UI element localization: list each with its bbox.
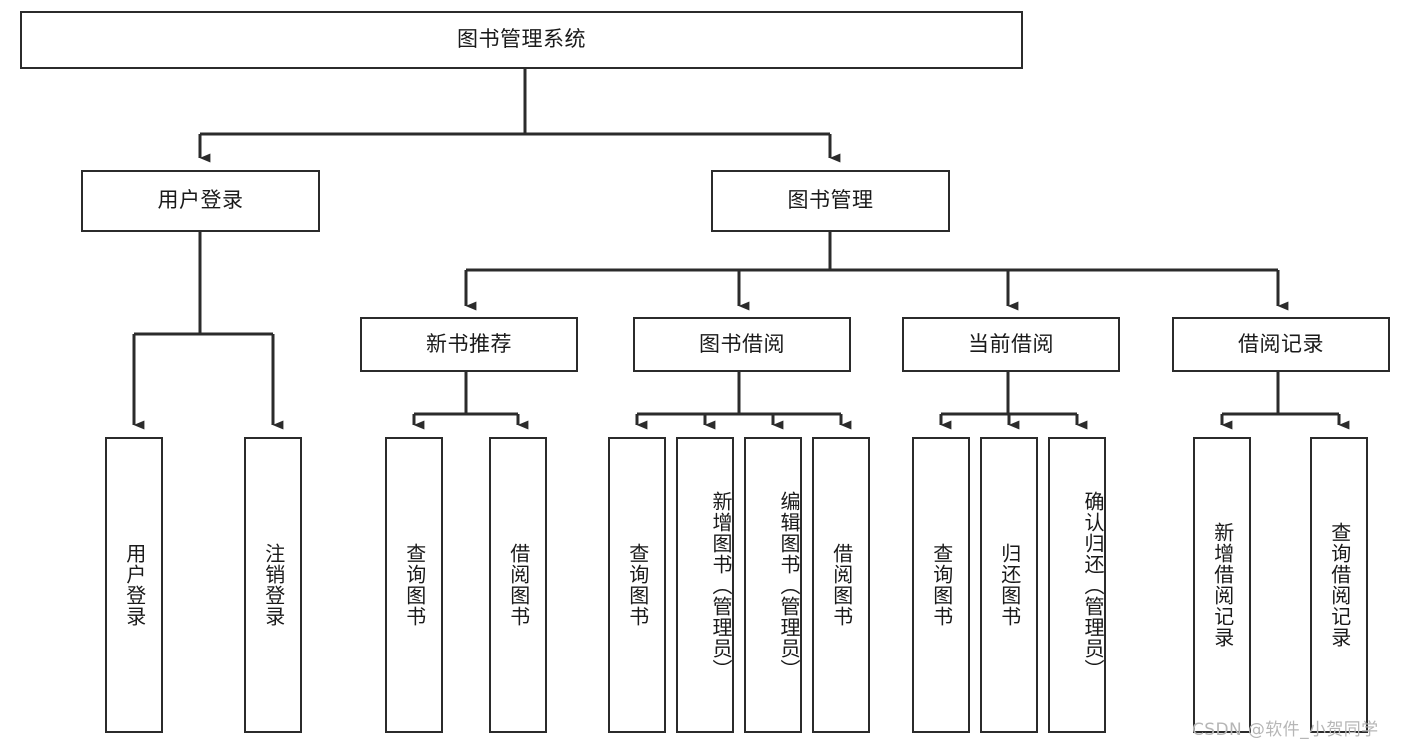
node-book-manage[interactable]: 图书管理 bbox=[711, 170, 950, 232]
leaf-borrow-book-borrow[interactable]: 借阅图书 bbox=[812, 437, 870, 733]
leaf-query-borrow-record[interactable]: 查询借阅记录 bbox=[1310, 437, 1368, 733]
node-new-book-recommend[interactable]: 新书推荐 bbox=[360, 317, 578, 372]
leaf-query-book-borrow[interactable]: 查询图书 bbox=[608, 437, 666, 733]
node-root-system[interactable]: 图书管理系统 bbox=[20, 11, 1023, 69]
csdn-watermark: CSDN @软件_小贺同学 bbox=[1192, 720, 1379, 740]
node-borrow-record[interactable]: 借阅记录 bbox=[1172, 317, 1390, 372]
leaf-edit-book-admin[interactable]: 编辑图书（管理员） bbox=[744, 437, 802, 733]
leaf-add-book-admin[interactable]: 新增图书（管理员） bbox=[676, 437, 734, 733]
node-user-login[interactable]: 用户登录 bbox=[81, 170, 320, 232]
leaf-add-borrow-record[interactable]: 新增借阅记录 bbox=[1193, 437, 1251, 733]
leaf-logout-login[interactable]: 注销登录 bbox=[244, 437, 302, 733]
node-current-borrow[interactable]: 当前借阅 bbox=[902, 317, 1120, 372]
leaf-confirm-return-admin[interactable]: 确认归还（管理员） bbox=[1048, 437, 1106, 733]
leaf-query-book-recommend[interactable]: 查询图书 bbox=[385, 437, 443, 733]
leaf-query-book-current[interactable]: 查询图书 bbox=[912, 437, 970, 733]
node-book-borrow[interactable]: 图书借阅 bbox=[633, 317, 851, 372]
leaf-user-login[interactable]: 用户登录 bbox=[105, 437, 163, 733]
leaf-borrow-book-recommend[interactable]: 借阅图书 bbox=[489, 437, 547, 733]
leaf-return-book[interactable]: 归还图书 bbox=[980, 437, 1038, 733]
